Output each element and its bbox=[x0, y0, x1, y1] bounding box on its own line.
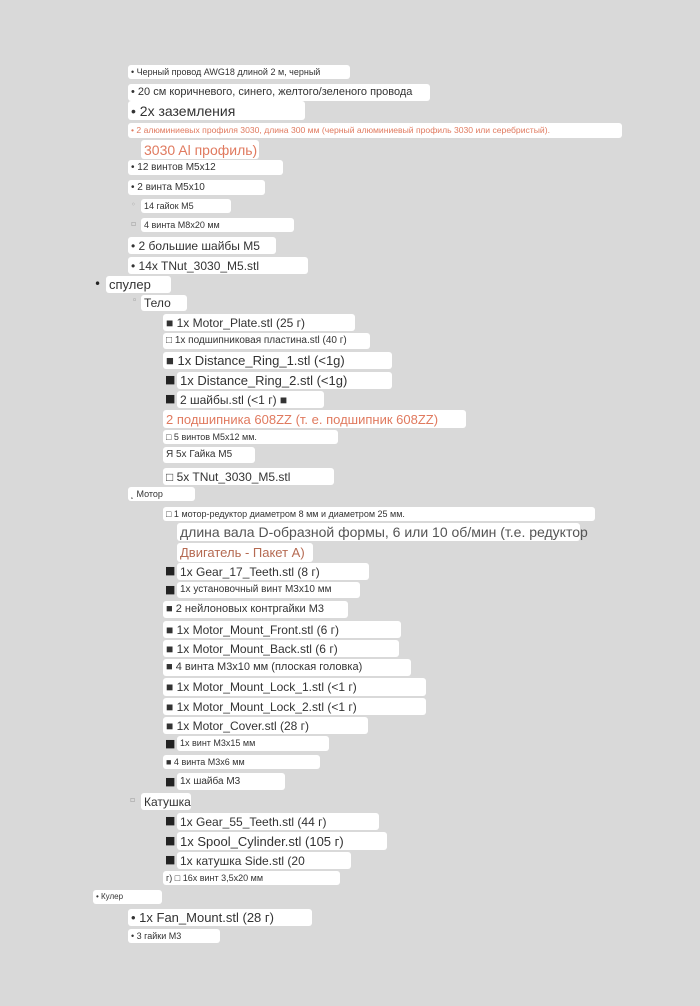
list-item: ■ 4 винта M3x10 мм (плоская головка) bbox=[163, 659, 411, 676]
list-item-highlighted: 2 подшипника 608ZZ (т. е. подшипник 608Z… bbox=[163, 410, 466, 428]
list-item: ■ 1x Motor_Cover.stl (28 г) bbox=[163, 717, 368, 734]
list-item: 4 винта M8x20 мм bbox=[141, 218, 294, 232]
list-item: ■ 1x Motor_Mount_Front.stl (6 г) bbox=[163, 621, 401, 638]
square-bullet-icon: ■ bbox=[165, 814, 176, 827]
list-item: г) □ 16x винт 3,5x20 мм bbox=[163, 871, 340, 885]
square-bullet-icon: ▫ bbox=[130, 795, 136, 804]
square-bullet-icon: ■ bbox=[165, 853, 176, 866]
list-item: 2 шайбы.stl (<1 г) ■ bbox=[177, 391, 324, 408]
list-item: 14 гайок M5 bbox=[141, 199, 231, 213]
list-item: 1x Gear_17_Teeth.stl (8 г) bbox=[177, 563, 369, 580]
subsection-heading: Катушка bbox=[141, 793, 191, 810]
square-bullet-icon: ■ bbox=[165, 583, 176, 596]
subsection-heading: ˛ Мотор bbox=[128, 487, 195, 501]
square-bullet-icon: ■ bbox=[165, 834, 176, 847]
list-item: Я 5x Гайка M5 bbox=[163, 447, 255, 463]
list-item: • 12 винтов M5x12 bbox=[128, 160, 283, 175]
square-bullet-icon: ■ bbox=[165, 373, 176, 386]
list-item: 1x Distance_Ring_2.stl (<1g) bbox=[177, 372, 392, 389]
list-item: 1x винт M3x15 мм bbox=[177, 736, 329, 751]
list-item: • 2 большие шайбы M5 bbox=[128, 237, 276, 254]
square-bullet-icon: ■ bbox=[165, 775, 176, 788]
list-item: 1x шайба M3 bbox=[177, 773, 285, 790]
list-item: ■ 2 нейлоновых контргайки M3 bbox=[163, 601, 348, 618]
list-item: □ 1 мотор-редуктор диаметром 8 мм и диам… bbox=[163, 507, 595, 521]
list-item: • 20 см коричневого, синего, желтого/зел… bbox=[128, 84, 430, 101]
list-item: ■ 1x Motor_Mount_Lock_2.stl (<1 г) bbox=[163, 698, 426, 715]
list-item-highlighted: • 2 алюминиевых профиля 3030, длина 300 … bbox=[128, 123, 622, 138]
list-item: • 1x Fan_Mount.stl (28 г) bbox=[128, 909, 312, 926]
list-item: ■ 1x Motor_Mount_Lock_1.stl (<1 г) bbox=[163, 678, 426, 696]
square-bullet-icon: ■ bbox=[165, 392, 176, 405]
list-item: • 14x TNut_3030_M5.stl bbox=[128, 257, 308, 274]
list-item: • Черный провод AWG18 длиной 2 м, черный bbox=[128, 65, 350, 79]
list-item: 1x Gear_55_Teeth.stl (44 г) bbox=[177, 813, 379, 830]
list-item: ■ 1x Motor_Mount_Back.stl (6 г) bbox=[163, 640, 399, 657]
bullet-icon: • bbox=[94, 277, 102, 291]
circle-bullet-icon: ◦ bbox=[132, 296, 138, 306]
list-item-highlighted: 3030 Al профиль) bbox=[141, 140, 259, 159]
list-item: □ 5 винтов M5x12 мм. bbox=[163, 430, 338, 444]
square-bullet-icon: ■ bbox=[165, 564, 176, 577]
list-item: ■ 1x Distance_Ring_1.stl (<1g) bbox=[163, 352, 392, 369]
list-item: • 3 гайки M3 bbox=[128, 929, 220, 943]
list-item: • 2 винта M5x10 bbox=[128, 180, 265, 195]
square-bullet-icon: ■ bbox=[165, 737, 176, 750]
list-item: длина вала D-образной формы, 6 или 10 об… bbox=[177, 523, 588, 541]
circle-bullet-icon: ◦ bbox=[131, 200, 136, 209]
list-item: □ 5x TNut_3030_M5.stl bbox=[163, 468, 334, 485]
list-item: ■ 4 винта M3x6 мм bbox=[163, 755, 320, 769]
square-bullet-icon: ▫ bbox=[131, 219, 137, 228]
list-item: 1x установочный винт M3x10 мм bbox=[177, 582, 360, 598]
list-item: 1x катушка Side.stl (20 bbox=[177, 852, 351, 869]
list-item: 1x Spool_Cylinder.stl (105 г) bbox=[177, 832, 387, 850]
section-heading: • Кулер bbox=[93, 890, 162, 904]
section-heading: спулер bbox=[106, 276, 171, 293]
list-item: □ 1x подшипниковая пластина.stl (40 г) bbox=[163, 333, 370, 349]
list-item: • 2x заземления bbox=[128, 101, 305, 120]
subsection-heading: Тело bbox=[141, 295, 187, 311]
list-item: ■ 1x Motor_Plate.stl (25 г) bbox=[163, 314, 355, 331]
list-item: Двигатель - Пакет А) bbox=[177, 543, 313, 562]
